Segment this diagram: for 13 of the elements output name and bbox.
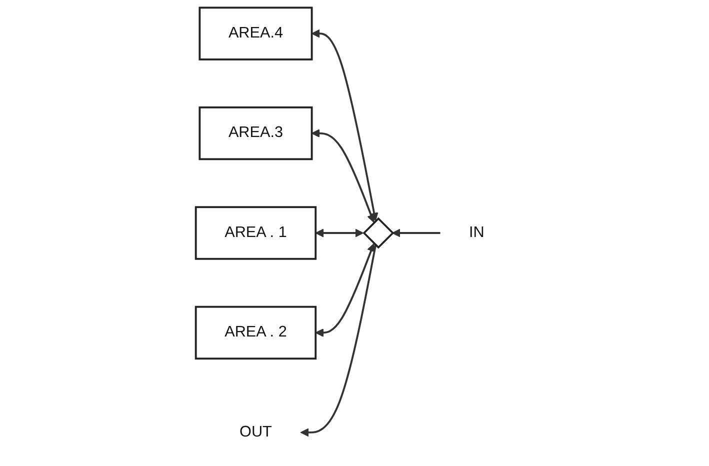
arrow (315, 243, 376, 337)
node-box (198, 106, 313, 160)
node-diamond (362, 217, 394, 249)
arrow (392, 228, 440, 238)
arrow (315, 228, 364, 238)
node-text: IN (469, 224, 484, 241)
node-text: OUT (240, 424, 272, 440)
node-box (198, 6, 313, 60)
arrow (300, 244, 377, 437)
arrow (311, 129, 376, 223)
node-box (194, 206, 317, 260)
node-box (194, 306, 317, 360)
arrow (311, 29, 378, 221)
